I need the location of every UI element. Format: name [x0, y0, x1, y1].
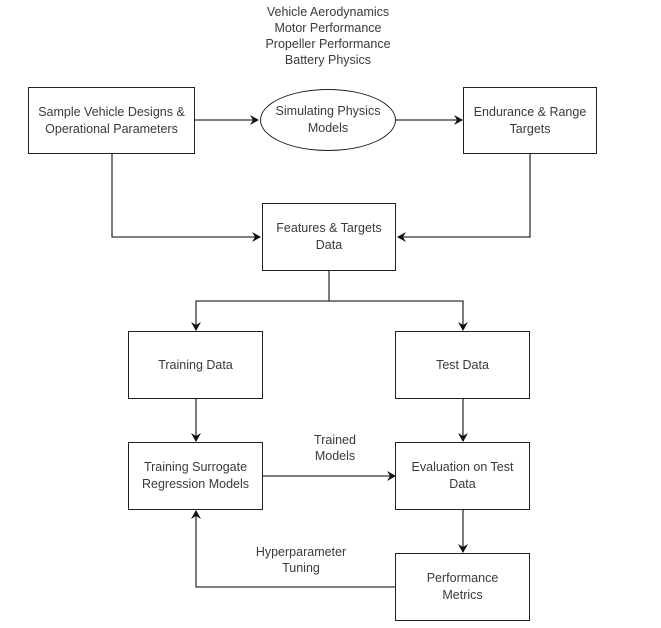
edge-label-hyperparameter-tuning: Hyperparameter Tuning — [255, 545, 347, 575]
node-test-data: Test Data — [395, 331, 530, 399]
node-endurance-range-targets: Endurance & Range Targets — [463, 87, 597, 154]
node-label: Performance Metrics — [426, 571, 499, 602]
node-label: Endurance & Range Targets — [473, 104, 587, 136]
edge-label-trained-models: Trained Models — [314, 433, 356, 463]
node-label: Features & Targets Data — [276, 221, 382, 252]
node-label: Evaluation on Test Data — [411, 460, 514, 491]
node-performance-metrics: Performance Metrics — [395, 553, 530, 621]
edge-designs-to-features — [111, 153, 261, 242]
node-training-surrogate-models: Training Surrogate Regression Models — [128, 442, 263, 510]
node-simulating-physics-models: Simulating Physics Models — [260, 89, 396, 151]
node-sample-vehicle-designs: Sample Vehicle Designs & Operational Par… — [28, 87, 195, 154]
node-label: Test Data — [436, 357, 489, 372]
edge-targets-to-features — [397, 153, 531, 242]
node-features-targets-data: Features & Targets Data — [262, 203, 396, 271]
edge-features-to-test — [329, 300, 468, 331]
node-label: Simulating Physics Models — [275, 104, 381, 135]
node-label: Sample Vehicle Designs & Operational Par… — [38, 104, 185, 136]
node-evaluation-on-test-data: Evaluation on Test Data — [395, 442, 530, 510]
node-training-data: Training Data — [128, 331, 263, 399]
physics-annotation: Vehicle Aerodynamics Motor Performance P… — [265, 5, 391, 67]
node-label: Training Data — [158, 357, 233, 372]
edge-metrics-to-surrogate — [191, 510, 396, 588]
node-label: Training Surrogate Regression Models — [142, 460, 249, 491]
edge-features-to-training — [191, 270, 330, 331]
